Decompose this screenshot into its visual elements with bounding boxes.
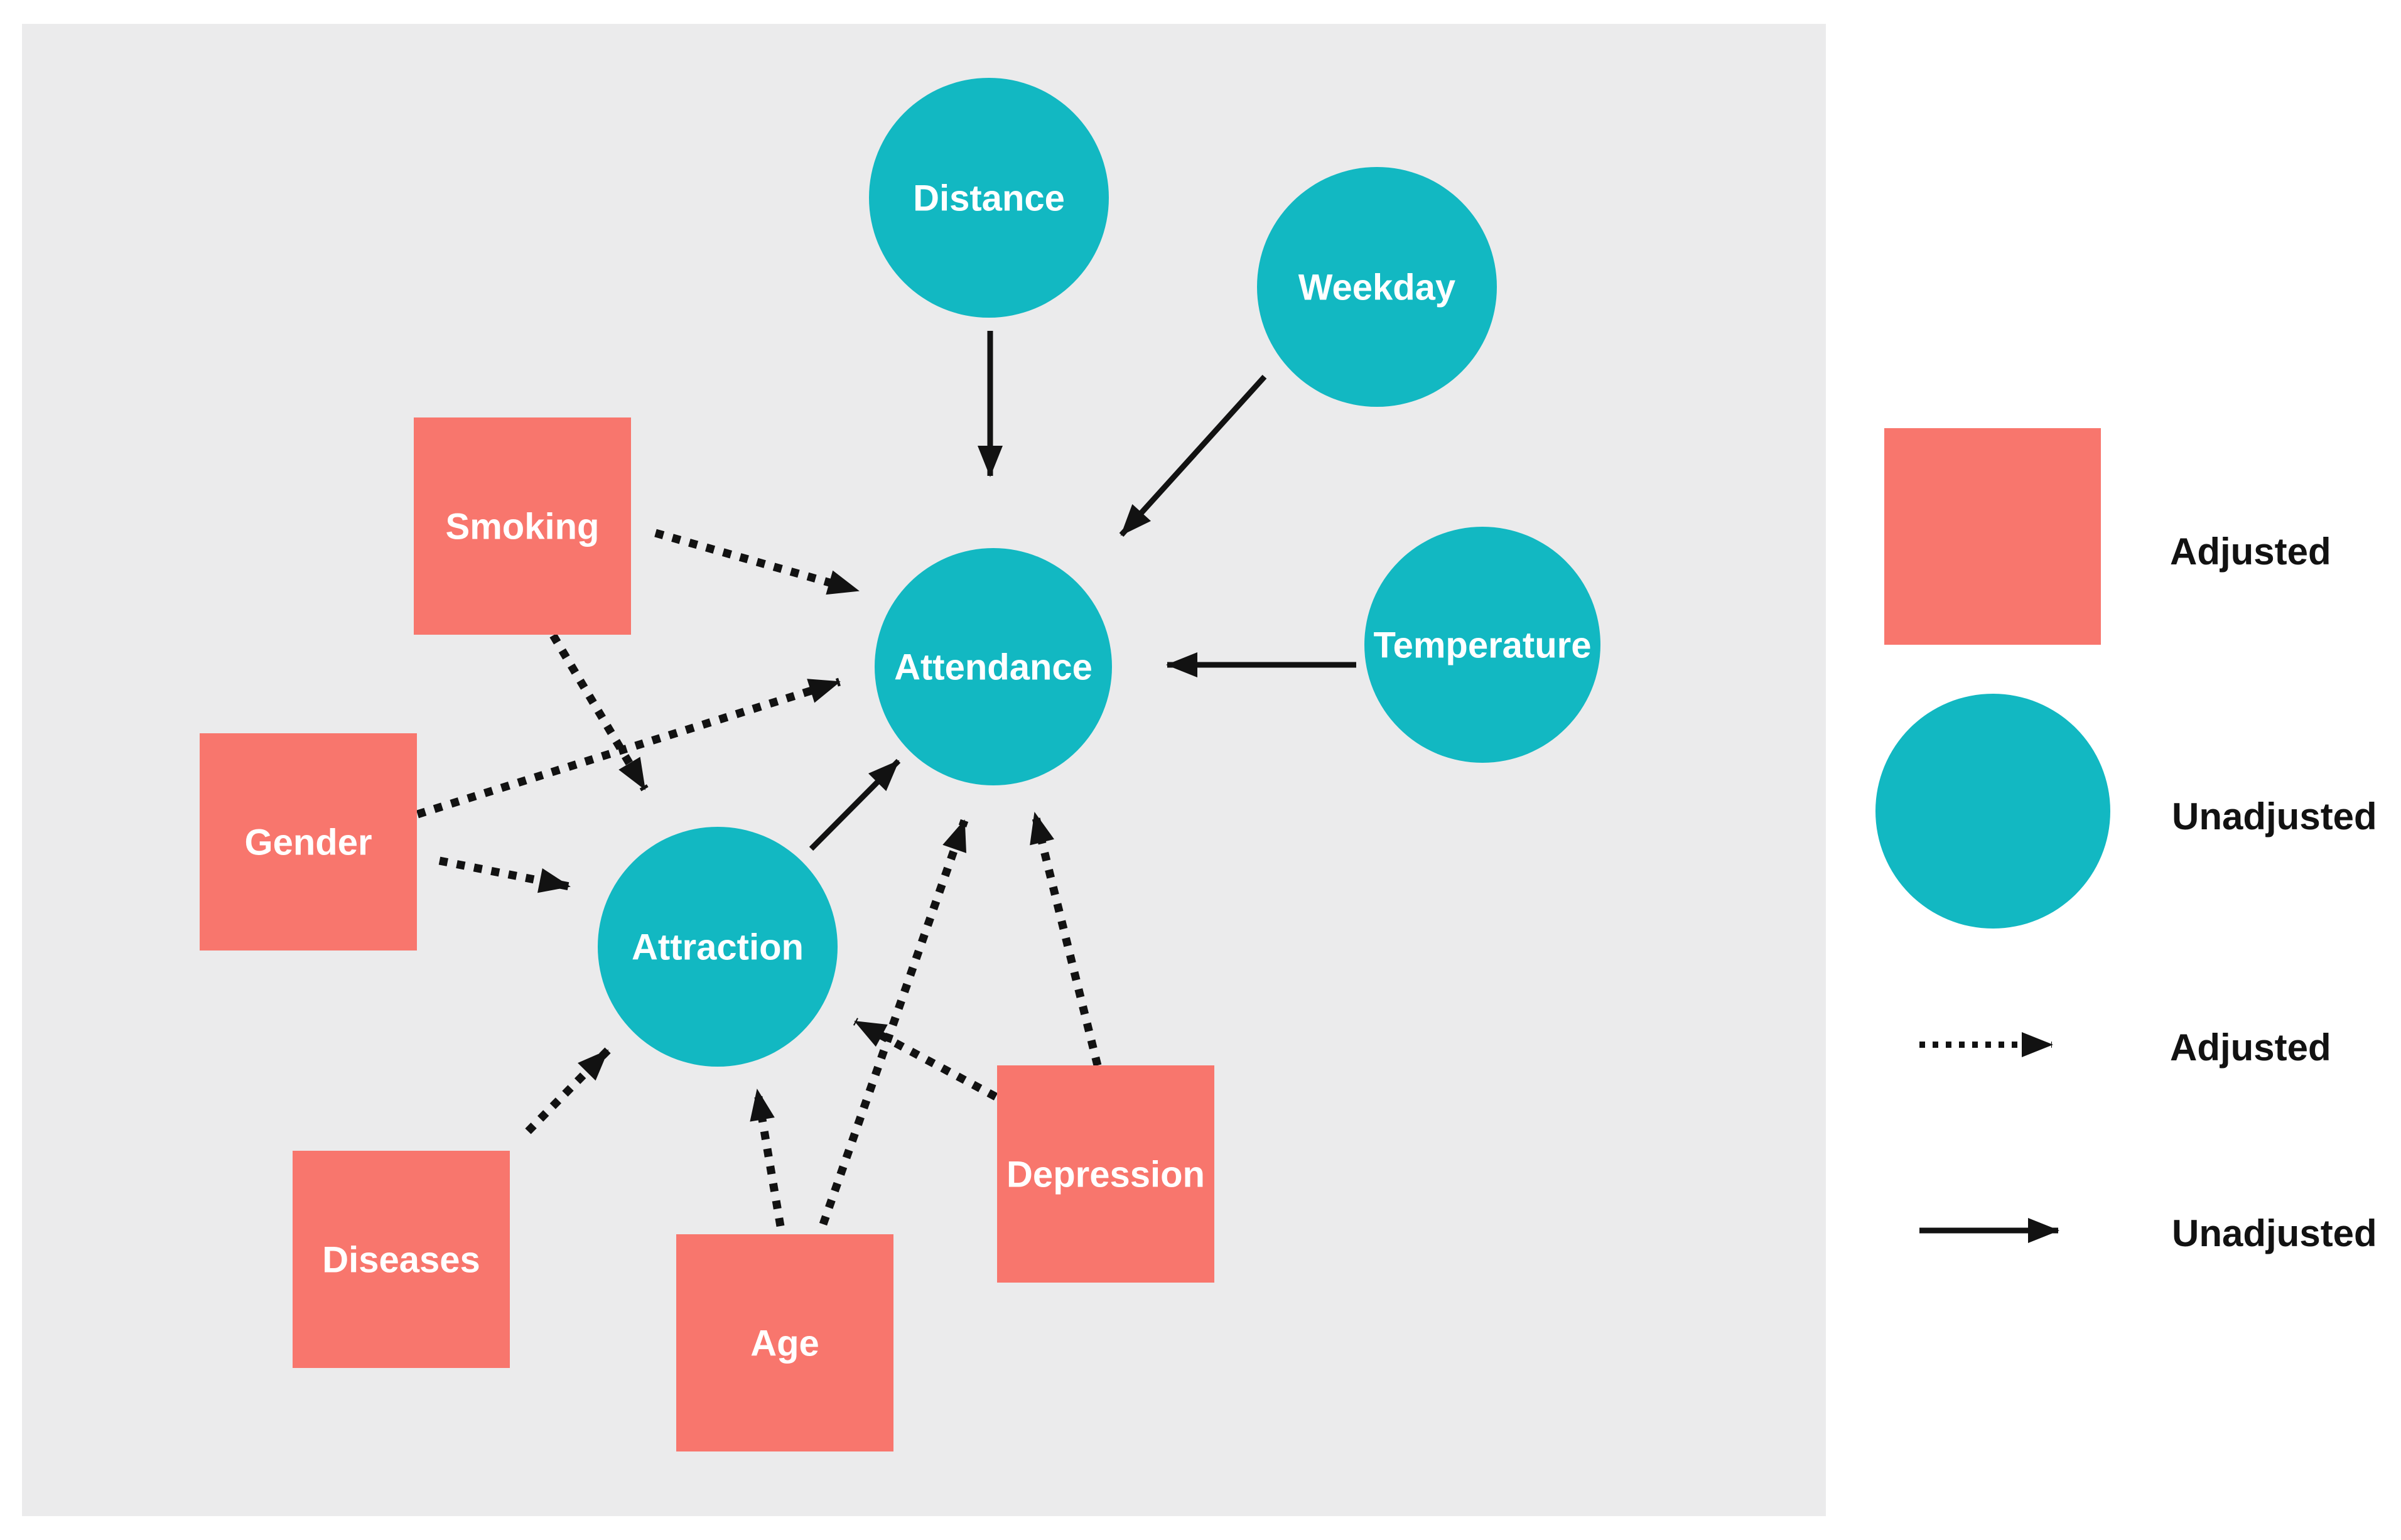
node-label-age: Age [750, 1323, 819, 1364]
legend-item-solid-arrow: Unadjusted [1919, 1212, 2377, 1254]
node-age: Age [676, 1234, 893, 1451]
attraction-circle [598, 827, 838, 1067]
node-label-attendance: Attendance [894, 647, 1093, 687]
node-distance: Distance [869, 78, 1109, 318]
node-depression: Depression [997, 1065, 1214, 1283]
legend-item-dotted-arrow: Adjusted [1919, 1026, 2331, 1069]
node-label-temperature: Temperature [1373, 625, 1591, 665]
legend-label-solid-arrow: Unadjusted [2172, 1212, 2377, 1254]
node-temperature: Temperature [1364, 527, 1600, 763]
node-label-weekday: Weekday [1298, 267, 1455, 308]
legend-item-square: Adjusted [1884, 428, 2331, 645]
legend-label-dotted-arrow: Adjusted [2170, 1026, 2331, 1069]
node-label-attraction: Attraction [632, 927, 804, 967]
distance-circle [869, 78, 1109, 318]
edge-age-attendance-dotted-arrow [819, 819, 969, 1226]
gender-square [200, 733, 417, 950]
node-label-depression: Depression [1006, 1154, 1205, 1195]
legend-adjusted-square-swatch [1884, 428, 2101, 645]
node-weekday: Weekday [1257, 167, 1497, 407]
legend-unadjusted-circle-swatch [1875, 694, 2110, 929]
nodes-layer: DistanceWeekdayTemperatureAttendanceAttr… [200, 78, 1600, 1451]
node-gender: Gender [200, 733, 417, 950]
depression-square [997, 1065, 1214, 1283]
node-label-distance: Distance [913, 178, 1065, 218]
node-label-diseases: Diseases [322, 1239, 480, 1280]
smoking-square [414, 417, 631, 635]
legend-item-circle: Unadjusted [1875, 694, 2377, 929]
node-smoking: Smoking [414, 417, 631, 635]
edge-smoking-attraction-dotted-arrow [549, 633, 649, 792]
diseases-square [293, 1151, 510, 1368]
node-attendance: Attendance [875, 548, 1112, 785]
temperature-circle [1364, 527, 1600, 763]
edge-weekday-attendance-solid-arrow [1119, 374, 1267, 537]
legend-label-circle: Unadjusted [2172, 795, 2377, 837]
node-attraction: Attraction [598, 827, 838, 1067]
weekday-circle [1257, 167, 1497, 407]
edge-gender-attraction-dotted-arrow [438, 856, 571, 893]
edge-gender-attendance-dotted-arrow [416, 677, 841, 819]
edges-layer [416, 331, 1356, 1227]
node-label-gender: Gender [244, 822, 372, 863]
age-square [676, 1234, 893, 1451]
attendance-circle [875, 548, 1112, 785]
node-label-smoking: Smoking [446, 506, 600, 547]
edge-diseases-attraction-dotted-arrow [525, 1047, 611, 1134]
edge-attraction-attendance-solid-arrow [809, 758, 901, 851]
node-diseases: Diseases [293, 1151, 510, 1368]
legend-label-square: Adjusted [2170, 530, 2331, 573]
edge-depression-attendance-dotted-arrow [1030, 812, 1102, 1067]
edge-age-attraction-dotted-arrow [750, 1089, 785, 1227]
